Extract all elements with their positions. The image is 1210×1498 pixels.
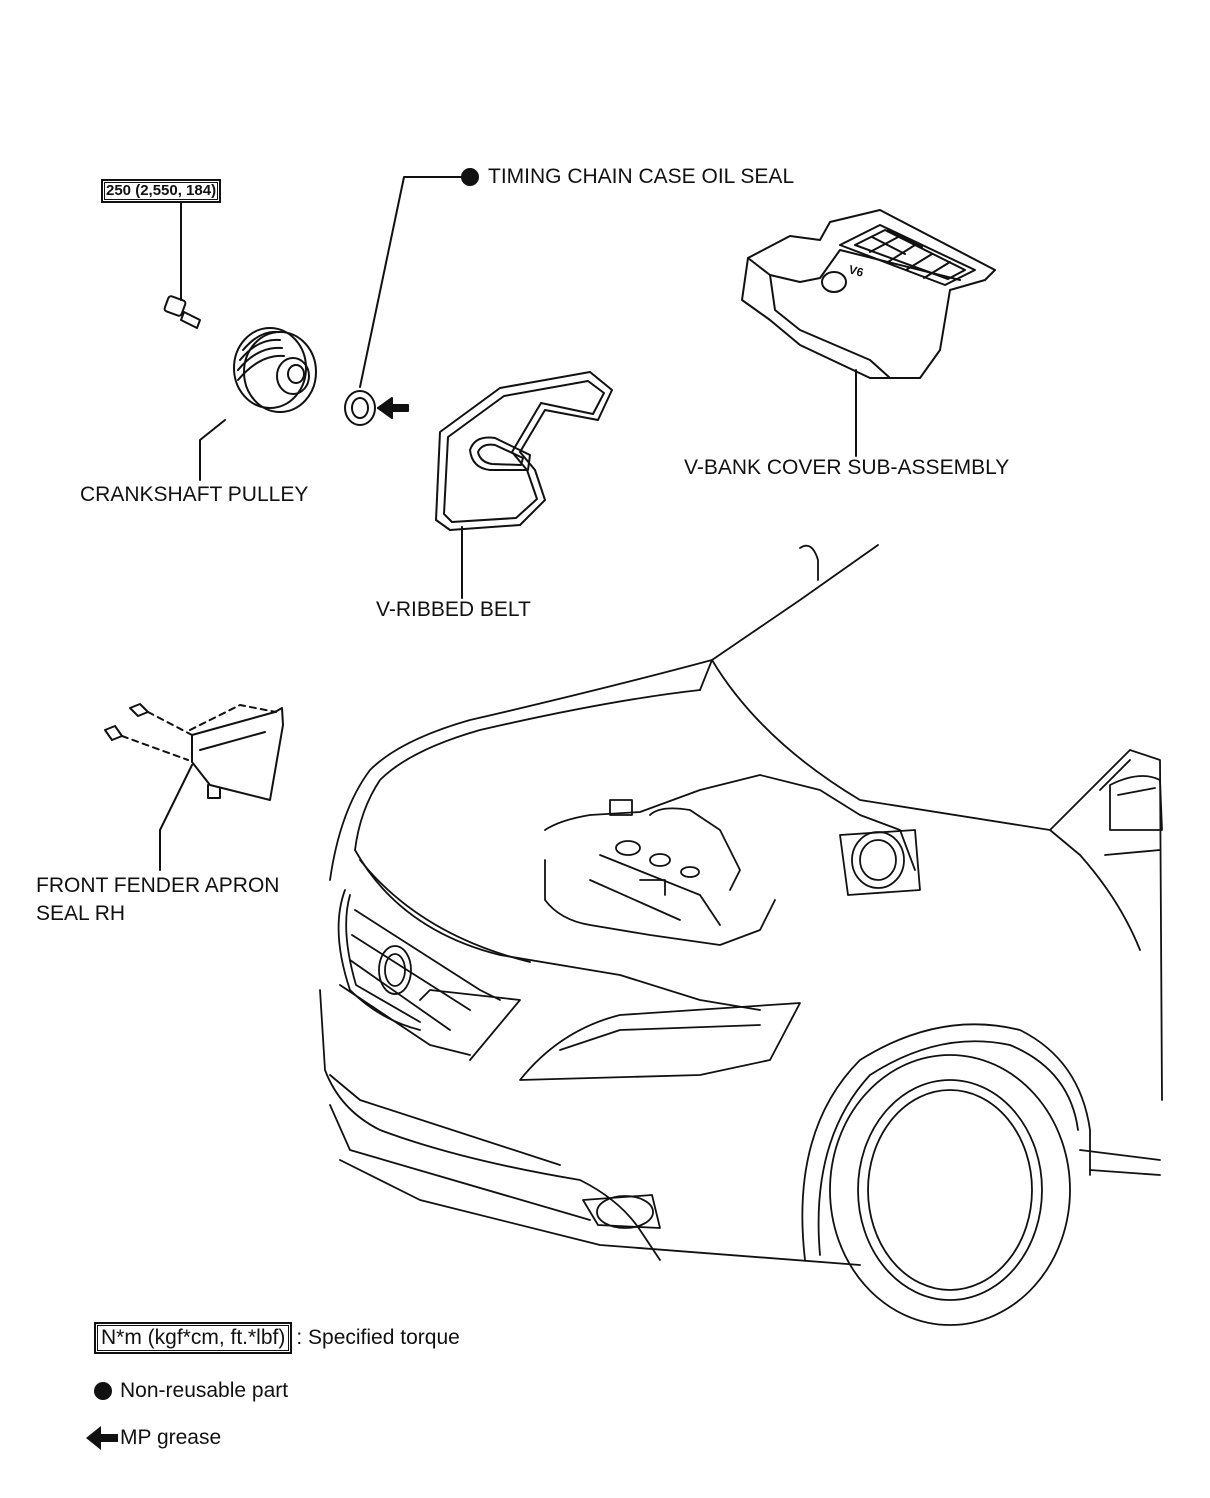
mp-grease-legend-icon bbox=[86, 1426, 118, 1450]
oil-seal-icon bbox=[344, 176, 471, 426]
non-reusable-dot-icon bbox=[461, 168, 479, 186]
legend-mp-grease: MP grease bbox=[120, 1425, 221, 1451]
legend-torque-desc: : Specified torque bbox=[296, 1326, 460, 1349]
fender-apron-label-line1: FRONT FENDER APRON bbox=[36, 874, 280, 897]
legend-non-reusable: Non-reusable part bbox=[120, 1378, 288, 1404]
v-bank-cover-icon bbox=[741, 209, 996, 457]
v-bank-cover-label: V-BANK COVER SUB-ASSEMBLY bbox=[684, 456, 1010, 479]
v-ribbed-belt-label: V-RIBBED BELT bbox=[376, 598, 531, 621]
bolt-icon bbox=[163, 202, 201, 329]
legend-torque-unit: N*m (kgf*cm, ft.*lbf) bbox=[94, 1322, 293, 1354]
timing-chain-seal-label: TIMING CHAIN CASE OIL SEAL bbox=[488, 165, 795, 188]
engine-badge: V6 bbox=[847, 262, 865, 279]
fender-apron-label-line2: SEAL RH bbox=[36, 902, 126, 925]
vehicle-outline bbox=[319, 544, 1163, 1326]
legend-torque: N*m (kgf*cm, ft.*lbf) : Specified torque bbox=[94, 1322, 460, 1354]
fender-apron-seal-icon bbox=[104, 703, 284, 871]
legend-non-reusable-text: Non-reusable part bbox=[120, 1379, 289, 1402]
non-reusable-legend-icon bbox=[94, 1382, 112, 1400]
torque-spec-box: 250 (2,550, 184) bbox=[101, 179, 222, 203]
crankshaft-pulley-icon bbox=[199, 327, 317, 481]
legend-mp-grease-text: MP grease bbox=[120, 1426, 222, 1449]
crankshaft-pulley-label: CRANKSHAFT PULLEY bbox=[80, 483, 309, 506]
v-ribbed-belt-icon bbox=[435, 371, 613, 599]
